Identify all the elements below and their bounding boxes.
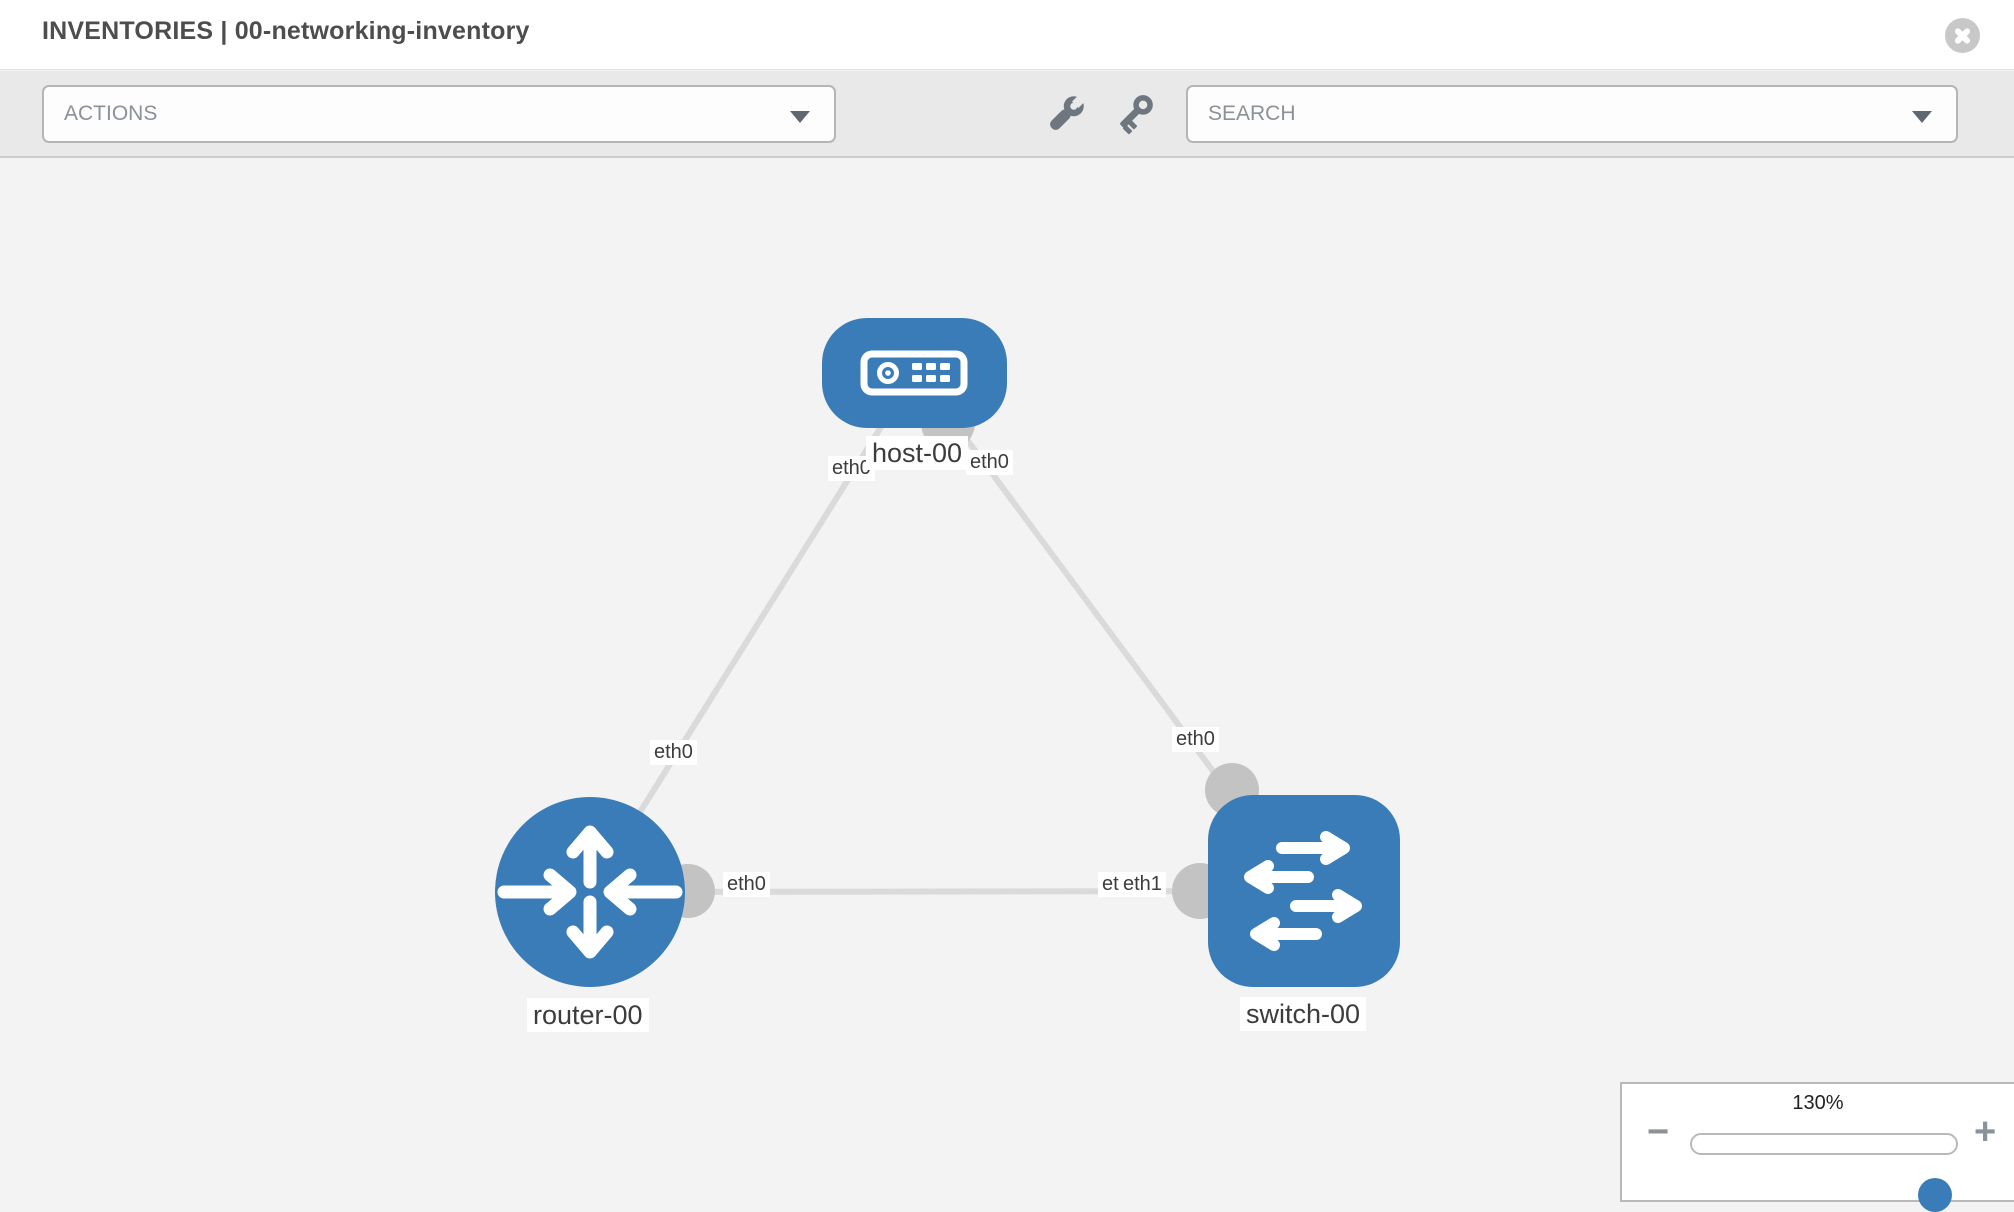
node-label-host-00: host-00 — [866, 436, 969, 471]
node-label-switch-00: switch-00 — [1240, 997, 1367, 1032]
wrench-icon — [1050, 93, 1087, 130]
interface-label: eth0 — [650, 740, 697, 765]
actions-dropdown-label: ACTIONS — [64, 102, 158, 125]
actions-dropdown[interactable]: ACTIONS — [42, 85, 836, 143]
topology-svg — [495, 318, 1400, 987]
chevron-down-icon — [1912, 111, 1932, 123]
topology-canvas[interactable] — [0, 158, 2014, 1200]
switch-icon — [1244, 831, 1362, 951]
interface-circles — [661, 396, 1259, 919]
close-button[interactable] — [1945, 18, 1980, 53]
page-title: INVENTORIES | 00-networking-inventory — [42, 17, 530, 45]
node-host-00[interactable] — [822, 318, 1007, 428]
key-button[interactable] — [1116, 89, 1160, 139]
zoom-slider-thumb[interactable] — [1918, 1178, 1952, 1212]
search-dropdown[interactable]: SEARCH — [1186, 85, 1958, 143]
wrench-button[interactable] — [1044, 89, 1088, 139]
key-icon — [1120, 95, 1153, 135]
router-icon — [497, 825, 683, 959]
interface-label: eth0 — [966, 450, 1013, 475]
zoom-out-button[interactable]: − — [1647, 1111, 1670, 1153]
chevron-down-icon — [790, 111, 810, 123]
search-dropdown-label: SEARCH — [1208, 102, 1296, 125]
interface-label: eth0 — [723, 872, 770, 897]
node-router-00[interactable] — [495, 797, 685, 987]
interface-label: eth0 — [1172, 727, 1219, 752]
toolbar: ACTIONS SEARCH — [0, 71, 2014, 158]
zoom-control-panel: 130% − + — [1620, 1082, 2014, 1212]
node-label-router-00: router-00 — [527, 998, 649, 1033]
zoom-level-value: 130% — [1792, 1092, 1844, 1114]
node-switch-00[interactable] — [1208, 795, 1400, 987]
zoom-slider-track[interactable] — [1690, 1133, 1958, 1212]
host-icon — [860, 350, 968, 396]
interface-label: eth1 — [1119, 872, 1166, 897]
header: INVENTORIES | 00-networking-inventory — [0, 0, 2014, 70]
zoom-in-button[interactable]: + — [1974, 1111, 1997, 1153]
